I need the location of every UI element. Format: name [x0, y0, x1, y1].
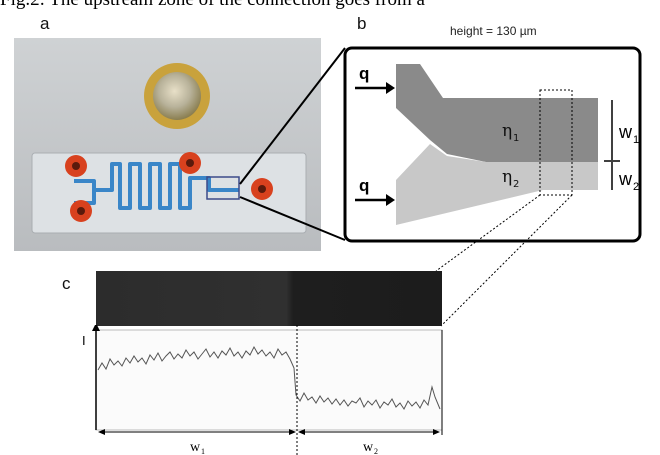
panel-label-a: a [40, 14, 50, 33]
panel-label-c: c [62, 274, 71, 293]
eta2-subscript: 2 [513, 179, 519, 190]
inlet-port [70, 200, 92, 222]
flow-label-top: q [359, 64, 369, 83]
flow-label-bottom: q [359, 176, 369, 195]
figure-caption: Fig.2: The upstream zone of the connecti… [0, 0, 660, 11]
flow-arrow-top [355, 82, 395, 94]
profile-w2-label: w [363, 440, 374, 455]
profile-w2-subscript: 2 [374, 447, 378, 455]
schematic-frame [343, 46, 642, 243]
connection-zone-box [206, 176, 240, 200]
projection-line [440, 194, 573, 327]
projection-line [435, 194, 541, 272]
outlet-port [251, 178, 273, 200]
panel-label-b: b [357, 14, 367, 33]
flow-arrow-bottom [355, 194, 395, 206]
fluid-eta2-region [396, 144, 598, 225]
y-axis-label: I [82, 333, 86, 348]
w1-label: w [618, 122, 633, 142]
eta1-subscript: 1 [513, 133, 519, 144]
measurement-zone-box [539, 89, 573, 196]
chip-photo [14, 38, 321, 251]
inlet-port [179, 152, 201, 174]
intensity-trace [97, 345, 441, 410]
profile-w1-label: w [190, 440, 201, 455]
height-note: height = 130 µm [450, 24, 537, 38]
eta2-label: η [502, 167, 512, 187]
coin [144, 63, 210, 129]
micrograph-strip [96, 271, 442, 326]
fluid-eta1-region [396, 64, 598, 162]
w1-subscript: 1 [633, 134, 639, 146]
w1-span-arrow [98, 429, 296, 435]
w2-span-arrow [298, 429, 440, 435]
eta1-label: η [502, 121, 512, 141]
w2-label: w [618, 169, 633, 189]
intensity-profile-plot: I w 1 w 2 [82, 325, 443, 455]
profile-w1-subscript: 1 [201, 447, 205, 455]
w2-subscript: 2 [633, 181, 639, 193]
inlet-port [65, 155, 87, 177]
